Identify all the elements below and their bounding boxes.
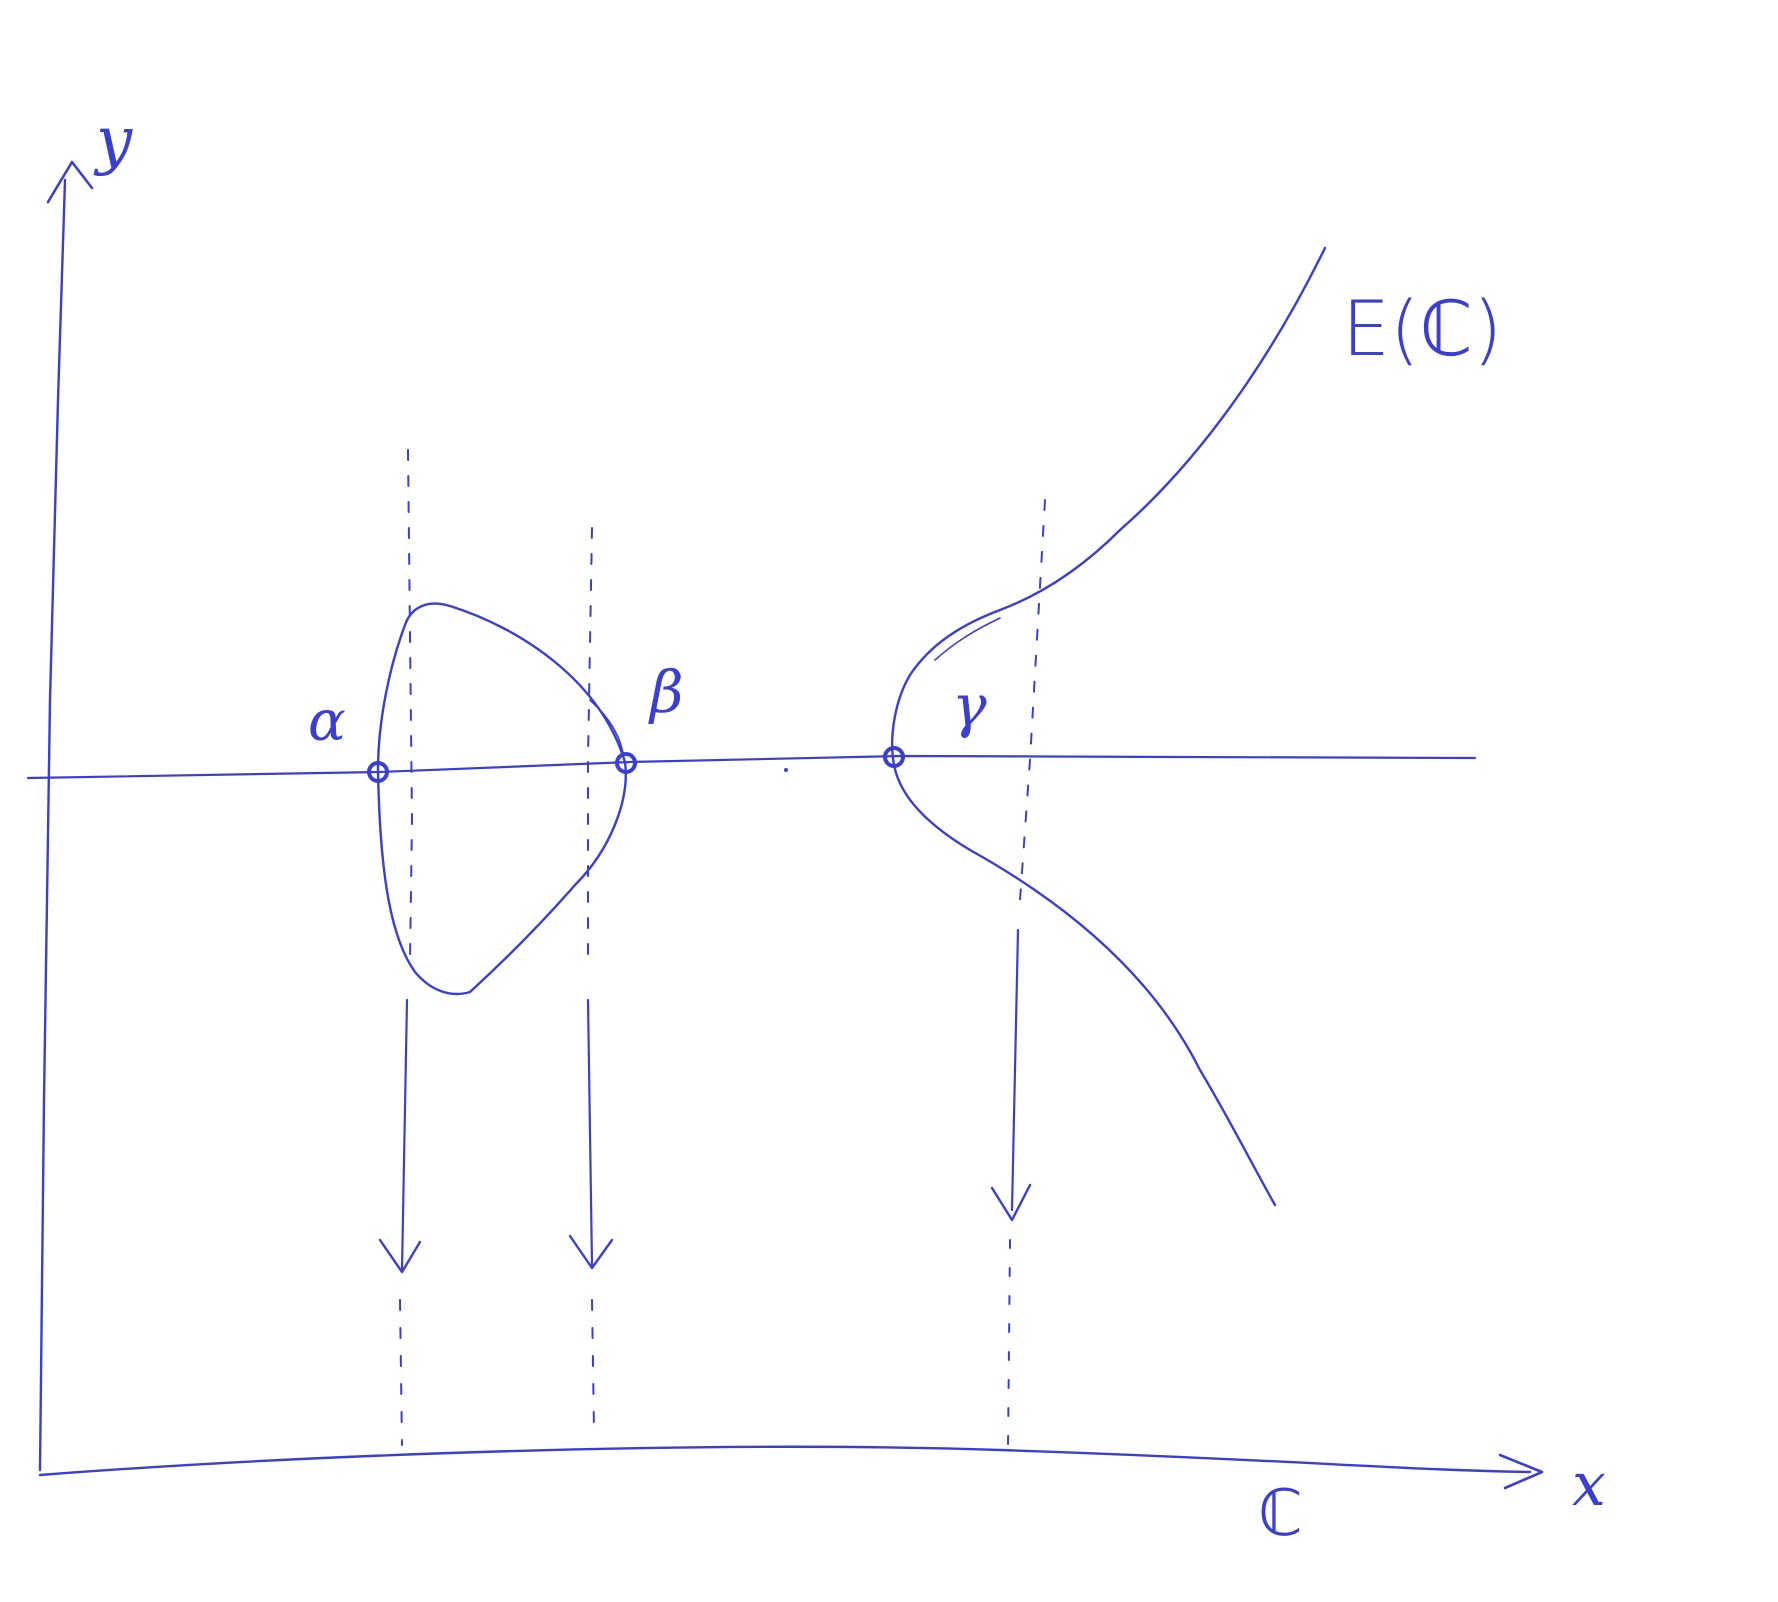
projection-arrow-beta (568, 1234, 614, 1270)
x-axis-label: x (1572, 1450, 1606, 1520)
root-beta-label: β (648, 658, 684, 726)
projection-arrow-alpha (378, 1238, 422, 1274)
root-gamma-point (883, 746, 905, 768)
root-beta-point (615, 752, 637, 774)
root-beta: β (615, 658, 684, 774)
x-axis: x ℂ (38, 1445, 1606, 1551)
y-axis-label: y (93, 104, 133, 178)
egg-overstroke (589, 699, 625, 761)
projection-line-beta (568, 527, 614, 1431)
curve-unbounded-component (890, 246, 1327, 1207)
projection-line-gamma (990, 499, 1046, 1451)
root-alpha-label: α (308, 689, 346, 754)
root-alpha-point (367, 761, 389, 783)
stray-dot (784, 768, 788, 772)
x-axis-arrowhead (1498, 1453, 1544, 1490)
root-gamma: γ (883, 672, 987, 768)
base-field-label: ℂ (1258, 1477, 1303, 1551)
projection-arrow-gamma (990, 1183, 1032, 1222)
y-axis-arrowhead (46, 160, 94, 204)
real-line (26, 754, 1477, 780)
root-alpha: α (308, 689, 389, 783)
y-axis: y (38, 104, 133, 1472)
projection-line-alpha (378, 449, 422, 1446)
unbounded-overstroke (934, 617, 1001, 661)
root-gamma-label: γ (952, 672, 987, 740)
curve-egg-component (376, 602, 627, 996)
curve-label: E(ℂ) (1342, 284, 1502, 373)
